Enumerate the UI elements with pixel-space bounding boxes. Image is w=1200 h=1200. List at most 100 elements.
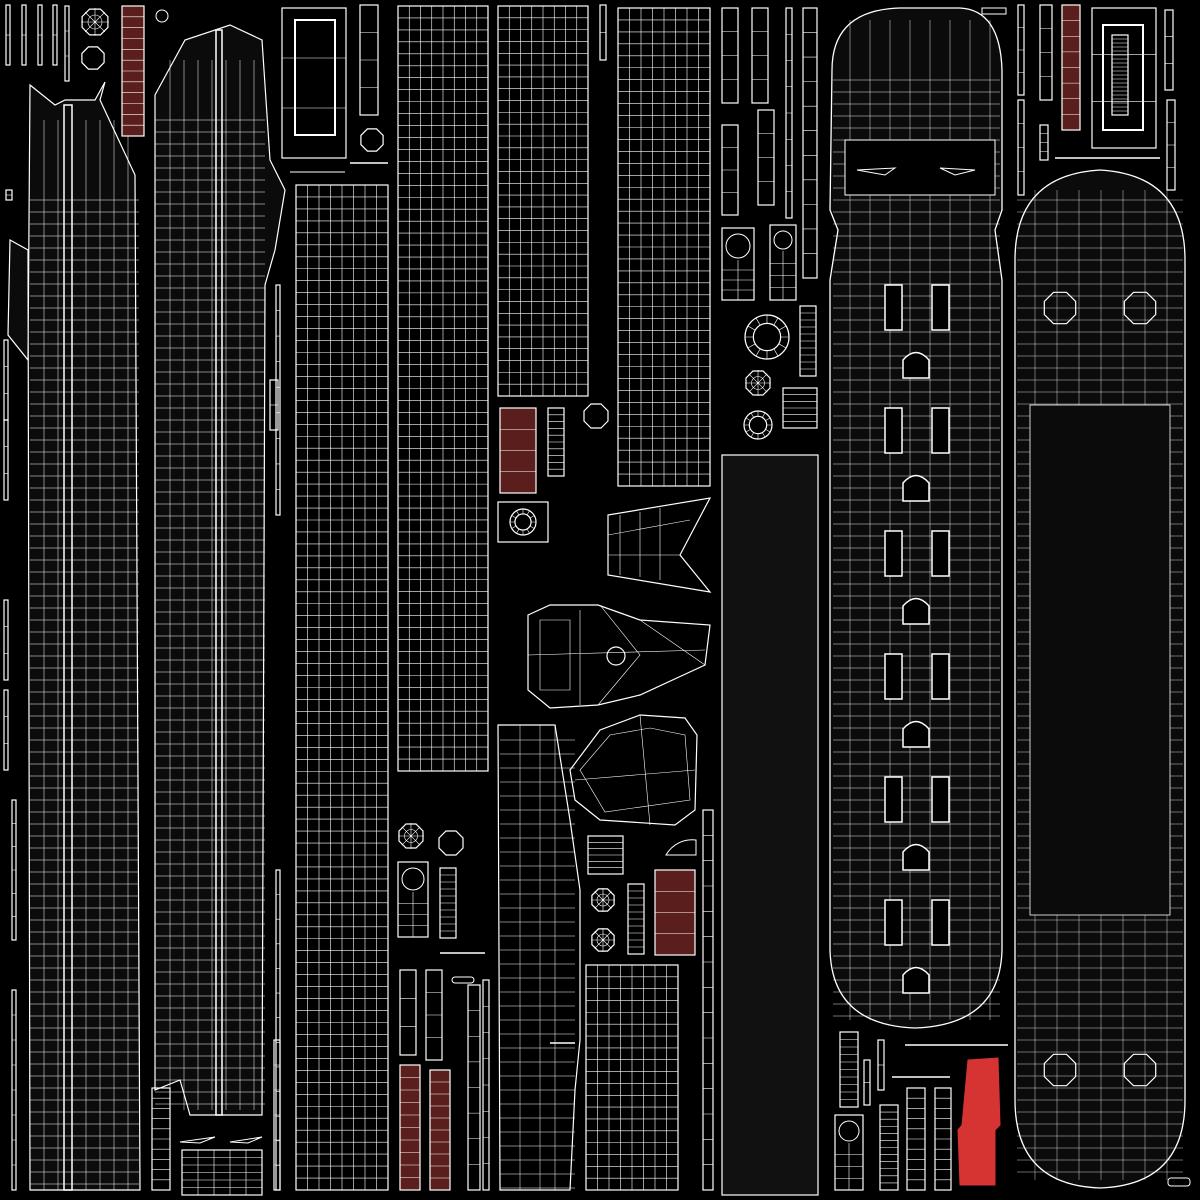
stripe-block-h [879, 1104, 899, 1191]
maroon-panel-f [429, 1069, 451, 1191]
thin-bar-6-lines [4, 366, 8, 394]
capsule-b-lines [770, 251, 796, 300]
thin-bar-2 [37, 4, 43, 66]
maroon-panel-d-lines [1062, 20, 1080, 115]
sponson-piece [527, 604, 711, 709]
thin-bar-30 [425, 969, 443, 1061]
deck-arch [902, 966, 930, 994]
deck-arch [902, 843, 930, 871]
bow-piece-lines [607, 508, 691, 580]
thin-bar-29-lines [400, 998, 416, 1027]
capsule-c [397, 861, 429, 938]
stern-piece [497, 724, 581, 1191]
tower-frame-a-inner [294, 19, 336, 136]
thin-bar-24 [1017, 99, 1025, 196]
bridge-cutout [844, 139, 996, 196]
stripe-block-a-lines [800, 312, 816, 370]
stripe-block-d-lines [588, 842, 623, 868]
maroon-panel-a-lines [122, 16, 144, 126]
stripe-block-b [782, 387, 818, 429]
thin-bar-18 [751, 7, 769, 104]
thin-bar-10-lines [12, 823, 16, 917]
thin-bar-22 [802, 7, 818, 279]
deck-grid-d [617, 7, 711, 487]
thin-bar-17-lines [722, 31, 738, 80]
dome-outline [569, 714, 698, 826]
bridge-eyes [856, 167, 976, 176]
propeller-star-rear-outline [1123, 1053, 1157, 1087]
stern-outline [497, 724, 581, 1191]
stripe-block-d [587, 835, 624, 875]
ring-frame [497, 501, 549, 543]
thin-bar-28-outline [702, 809, 714, 1191]
stripe-block-e [439, 867, 457, 939]
octa-part-a-outline [81, 46, 105, 70]
hull-bottom-plan [1014, 169, 1186, 1189]
stripe-block-a [799, 305, 817, 377]
thin-bar-9-lines [4, 716, 8, 744]
octa-part-b [360, 128, 384, 152]
stripe-block-b-lines [783, 394, 817, 422]
thin-bar-17 [721, 7, 739, 104]
thin-bar-28 [702, 809, 714, 1191]
thin-bar-14-lines [276, 310, 280, 490]
hull-side-left-keel [63, 104, 73, 1191]
thin-bar-3 [52, 4, 58, 66]
sphere-part-a-outline [81, 8, 109, 36]
deck-grid-c-lines [498, 6, 588, 396]
thin-bar-31 [467, 984, 481, 1191]
deck-window [931, 407, 950, 454]
stripe-block-l [1039, 124, 1049, 161]
maroon-panel-e-lines [400, 1077, 420, 1178]
ring-part-b-spokes [744, 411, 772, 439]
hull-side-right-keel [215, 29, 223, 1116]
thin-bar-7-outline [3, 419, 9, 501]
capsule-b [769, 224, 797, 301]
thin-bar-27 [1166, 99, 1176, 191]
deck-grid-c [497, 5, 589, 397]
propeller-star-front-outline [1123, 291, 1157, 325]
hull-side-left-outline [7, 81, 141, 1191]
thin-bar-15-lines [276, 894, 280, 1166]
stripe-block-j [934, 1087, 952, 1191]
thin-bar-20 [757, 109, 775, 206]
thin-bar-19-lines [722, 147, 738, 193]
deck-grid-b [397, 5, 489, 772]
thin-bar-4-outline [64, 5, 70, 82]
thin-bar-13 [269, 379, 279, 431]
octa-part-b-outline [360, 128, 384, 152]
ring-frame-ring-spokes [510, 509, 536, 535]
maroon-panel-a [121, 5, 145, 137]
sphere-part-b-ring [751, 376, 765, 390]
flight-deck-plan [829, 7, 1003, 1029]
hull-bottom-center [1029, 404, 1171, 916]
sphere-part-b-outline [745, 370, 771, 396]
thin-bar-27-lines [1167, 122, 1175, 168]
thin-bar-1 [21, 4, 27, 66]
deck-grid-f-lines [586, 965, 678, 1190]
thin-bar-16 [599, 4, 607, 61]
deck-grid-b-lines [398, 6, 488, 771]
bow-piece [607, 497, 712, 593]
deck-window [884, 899, 903, 946]
thin-bar-7-lines [4, 446, 8, 474]
stripe-block-g [839, 1031, 859, 1108]
thin-bar-14 [275, 284, 281, 516]
thin-bar-12 [359, 4, 379, 116]
thin-bar-5 [5, 189, 13, 201]
thin-bar-4 [64, 5, 70, 82]
tiny-bar-b [451, 976, 475, 984]
deck-window [884, 776, 903, 823]
dome-piece [569, 714, 698, 826]
thin-bar-29 [399, 969, 417, 1056]
sphere-part-d-ring [596, 893, 610, 907]
ring-frame-outline [497, 501, 549, 543]
ring-frame-ring [509, 508, 537, 536]
thin-bar-24-lines [1018, 123, 1024, 172]
deck-window [931, 284, 950, 331]
deck-arch [902, 720, 930, 748]
propeller-star-rear [1123, 1053, 1157, 1087]
hangar-floor-plate [721, 454, 819, 1196]
stripe-block-l-lines [1040, 133, 1048, 152]
thin-bar-18-lines [752, 31, 768, 80]
